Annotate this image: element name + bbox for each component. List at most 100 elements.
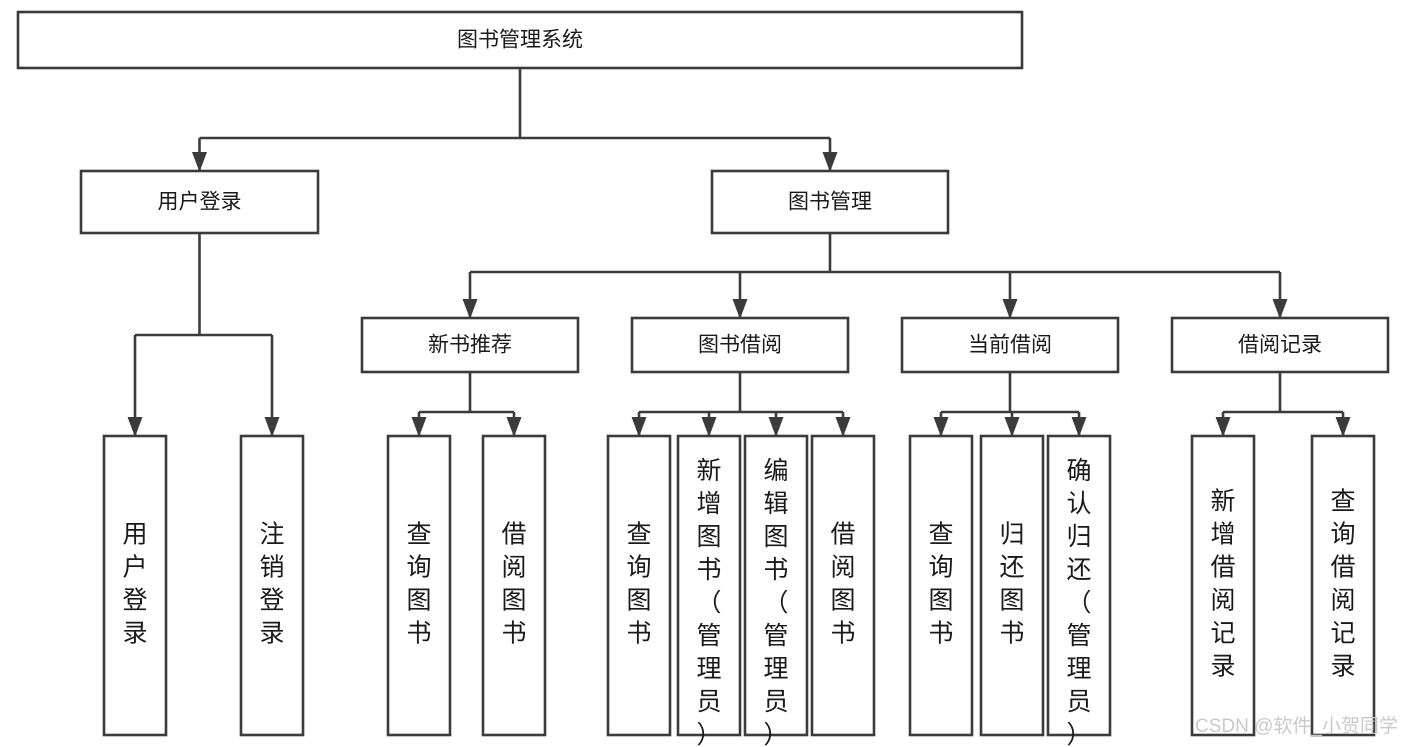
- label-char: 图: [406, 587, 431, 615]
- leaf-query-book-2-box[interactable]: [606, 434, 672, 737]
- arrow-down-icon: [732, 299, 748, 319]
- label-char: 图: [696, 523, 721, 551]
- label-char: 图: [830, 587, 855, 615]
- current-borrow-box[interactable]: [900, 316, 1120, 374]
- label-char: 图: [626, 587, 651, 615]
- label-char: 记: [1210, 620, 1235, 648]
- label-char: 新: [696, 457, 721, 485]
- label-char: 理: [696, 655, 721, 683]
- label-char: ）: [763, 721, 788, 747]
- arrow-down-icon: [127, 417, 143, 437]
- root-system-box[interactable]: [16, 10, 1024, 70]
- label-char: 还: [999, 554, 1024, 582]
- label-char: 员: [696, 688, 721, 716]
- label-char: 查: [1330, 488, 1355, 516]
- label-char: ）: [1066, 721, 1091, 747]
- leaf-edit-book-box[interactable]: [743, 434, 809, 737]
- label-char: 查: [928, 521, 953, 549]
- arrow-down-icon: [768, 417, 784, 437]
- arrow-down-icon: [1215, 417, 1231, 437]
- label-char: 录: [1330, 653, 1355, 681]
- arrow-down-icon: [1272, 299, 1288, 319]
- new-book-recommend-box[interactable]: [360, 316, 580, 374]
- label-char: 理: [1066, 655, 1091, 683]
- leaf-add-book-box[interactable]: [676, 434, 742, 737]
- arrow-down-icon: [1335, 417, 1351, 437]
- label-char: 书: [763, 556, 788, 584]
- label-char: 借: [830, 521, 855, 549]
- leaf-query-book-1-box[interactable]: [386, 434, 452, 737]
- label-char: 图: [999, 587, 1024, 615]
- label-char: 录: [122, 620, 147, 648]
- label-char: 员: [1066, 688, 1091, 716]
- leaf-return-book-box[interactable]: [979, 434, 1045, 737]
- arrow-down-icon: [411, 417, 427, 437]
- label-char: 借: [1330, 554, 1355, 582]
- arrow-down-icon: [192, 152, 207, 172]
- label-char: 增: [1210, 521, 1235, 549]
- leaf-user-login-label: 用户登录: [122, 521, 147, 648]
- label-char: 书: [999, 620, 1024, 648]
- borrow-record-label: 借阅记录: [1238, 334, 1322, 357]
- label-char: 录: [1210, 653, 1235, 681]
- book-manage-box[interactable]: [710, 169, 950, 235]
- book-borrow-label: 图书借阅: [698, 334, 782, 357]
- label-char: 阅: [501, 554, 526, 582]
- label-char: 录: [259, 620, 284, 648]
- label-char: 确: [1066, 457, 1091, 485]
- label-char: 书: [626, 620, 651, 648]
- label-char: 书: [696, 556, 721, 584]
- borrow-record-box[interactable]: [1170, 316, 1390, 374]
- label-char: 编: [763, 457, 788, 485]
- user-login-box[interactable]: [79, 169, 320, 235]
- leaf-user-logout-box[interactable]: [239, 434, 305, 737]
- leaf-borrow-book-2-box[interactable]: [810, 434, 876, 737]
- label-char: 用: [122, 521, 147, 549]
- leaf-query-record-box[interactable]: [1310, 434, 1376, 737]
- user-login-label: 用户登录: [158, 191, 242, 214]
- label-char: 阅: [1210, 587, 1235, 615]
- label-char: 书: [830, 620, 855, 648]
- label-char: 管: [1066, 622, 1091, 650]
- label-char: 管: [763, 622, 788, 650]
- root-system-label: 图书管理系统: [457, 29, 583, 52]
- label-char: 借: [501, 521, 526, 549]
- label-char: 图: [763, 523, 788, 551]
- arrow-down-icon: [1002, 299, 1018, 319]
- leaf-user-login-box[interactable]: [102, 434, 168, 737]
- label-char: （: [696, 589, 721, 617]
- label-char: 图: [928, 587, 953, 615]
- label-char: 查: [626, 521, 651, 549]
- label-char: 查: [406, 521, 431, 549]
- label-char: 询: [928, 554, 953, 582]
- label-char: 户: [122, 554, 147, 582]
- leaf-borrow-book-1-box[interactable]: [481, 434, 547, 737]
- label-char: （: [763, 589, 788, 617]
- label-char: 阅: [1330, 587, 1355, 615]
- book-borrow-box[interactable]: [630, 316, 850, 374]
- leaf-add-record-box[interactable]: [1190, 434, 1256, 737]
- label-char: 书: [406, 620, 431, 648]
- arrow-down-icon: [835, 417, 851, 437]
- leaf-query-book-3-box[interactable]: [908, 434, 974, 737]
- connector-layer: [127, 68, 1351, 437]
- node-layer: 图书管理系统用户登录图书管理新书推荐图书借阅当前借阅借阅记录用户登录注销登录查询…: [16, 10, 1390, 747]
- arrow-down-icon: [933, 417, 949, 437]
- label-char: 认: [1066, 490, 1091, 518]
- label-char: ）: [696, 721, 721, 747]
- arrow-down-icon: [264, 417, 280, 437]
- label-char: 书: [928, 620, 953, 648]
- label-char: 记: [1330, 620, 1355, 648]
- label-char: 管: [696, 622, 721, 650]
- label-char: 登: [259, 587, 284, 615]
- leaf-confirm-return-box[interactable]: [1046, 434, 1112, 737]
- label-char: 归: [999, 521, 1024, 549]
- label-char: 询: [1330, 521, 1355, 549]
